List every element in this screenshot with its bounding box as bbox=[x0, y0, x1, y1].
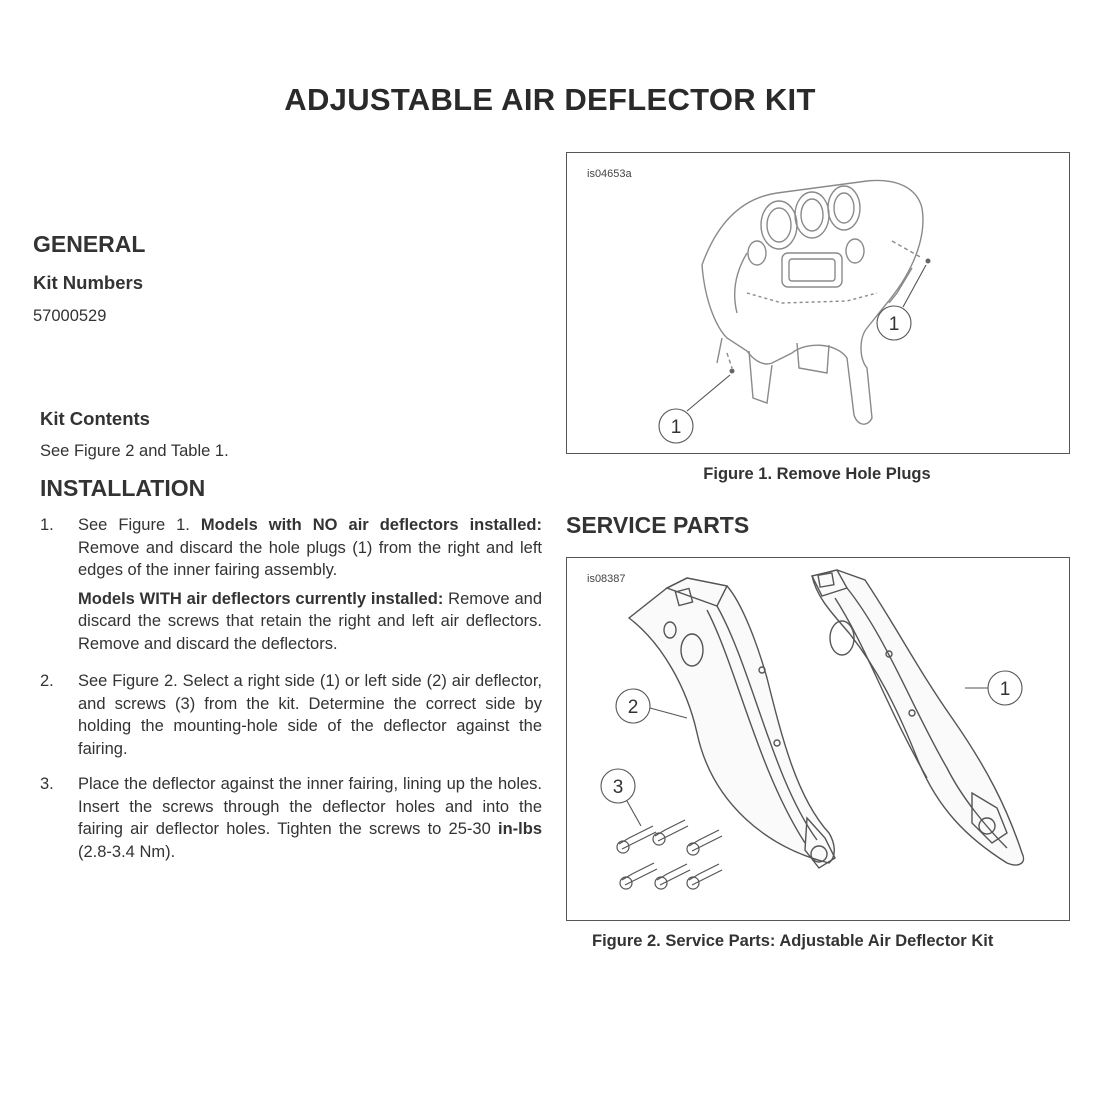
figure-2-callout-right-deflector: 1 bbox=[1000, 679, 1011, 700]
kit-contents-heading: Kit Contents bbox=[40, 408, 150, 429]
step-number: 1. bbox=[40, 516, 54, 534]
service-parts-heading: SERVICE PARTS bbox=[566, 512, 750, 538]
step-lead: See Figure 1. bbox=[78, 516, 190, 534]
step-sub-text: Remove and discard the screws that retai… bbox=[78, 589, 542, 653]
installation-step-3: 3. Place the deflector against the inner… bbox=[40, 773, 542, 869]
figure-2-callout-screws: 3 bbox=[613, 777, 624, 798]
figure-2-callout-left-deflector: 2 bbox=[628, 697, 639, 718]
figure-2-parts-illustration: 2 1 3 bbox=[600, 569, 1025, 890]
figure-1-callout-right: 1 bbox=[889, 314, 900, 335]
kit-number: 57000529 bbox=[33, 307, 107, 325]
installation-step-2: 2. See Figure 2. Select a right side (1)… bbox=[40, 670, 542, 766]
document-title: ADJUSTABLE AIR DEFLECTOR KIT bbox=[284, 82, 816, 117]
figure-2-box: is08387 bbox=[566, 557, 1070, 921]
figure-1-fairing-illustration: 1 1 bbox=[658, 179, 931, 444]
installation-heading: INSTALLATION bbox=[40, 475, 206, 501]
figure-1-id: is04653a bbox=[587, 168, 632, 180]
figure-1-callout-left: 1 bbox=[671, 417, 682, 438]
general-heading: GENERAL bbox=[33, 231, 146, 257]
kit-numbers-heading: Kit Numbers bbox=[33, 272, 143, 293]
step-bold: in-lbs bbox=[498, 820, 542, 838]
figure-1-caption: Figure 1. Remove Hole Plugs bbox=[703, 465, 931, 483]
step-number: 3. bbox=[40, 775, 54, 793]
step-number: 2. bbox=[40, 672, 54, 690]
step-text: See Figure 2. Select a right side (1) or… bbox=[78, 672, 542, 758]
step-text: Remove and discard the hole plugs (1) fr… bbox=[78, 538, 542, 580]
step-text: Place the deflector against the inner fa… bbox=[78, 775, 542, 838]
step-tail: (2.8-3.4 Nm). bbox=[78, 842, 176, 861]
kit-contents-text: See Figure 2 and Table 1. bbox=[40, 442, 229, 460]
figure-2-id: is08387 bbox=[587, 573, 626, 585]
step-bold: Models with NO air deflectors installed: bbox=[200, 516, 542, 534]
figure-1-box: is04653a bbox=[566, 152, 1070, 454]
step-sub-bold: Models WITH air deflectors currently ins… bbox=[78, 589, 444, 608]
installation-step-1: 1. See Figure 1. Models with NO air defl… bbox=[40, 514, 542, 661]
figure-2-caption: Figure 2. Service Parts: Adjustable Air … bbox=[592, 932, 994, 950]
